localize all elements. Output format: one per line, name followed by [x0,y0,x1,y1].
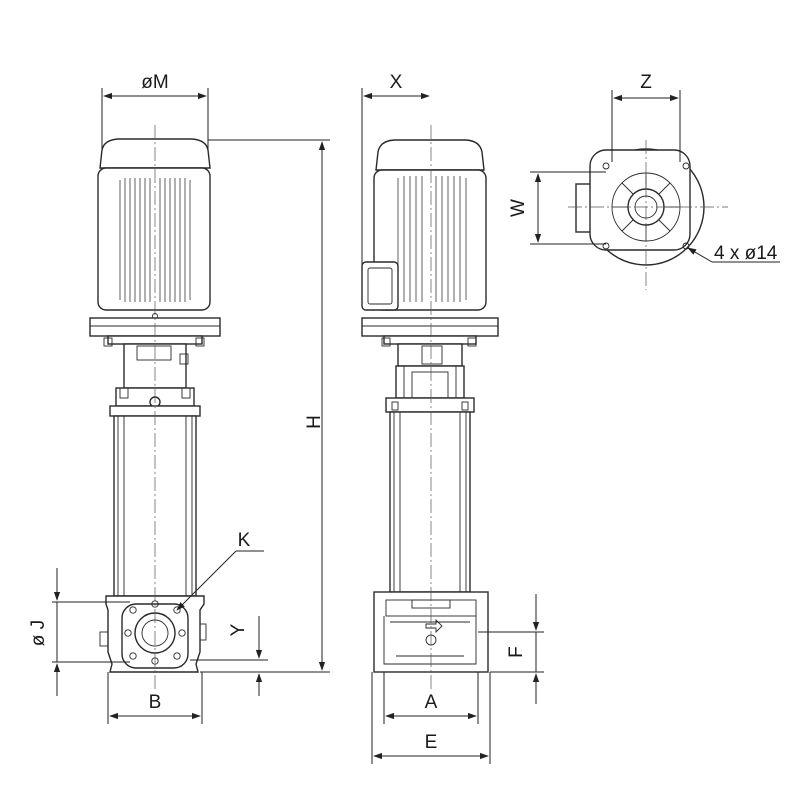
label-inlet-height: Y [228,623,249,636]
label-base-length-e: E [425,732,438,753]
top-view [568,140,728,290]
pump-stack-side [389,411,471,593]
motor-cooling-fins-side [397,176,467,302]
dimension-base-length-a: A [383,672,479,724]
coupling-housing-side [397,343,463,367]
dimension-inlet-height: Y [190,616,268,696]
label-hole-spacing-z: Z [640,72,652,93]
dimension-hole-spacing-z: Z [611,72,681,162]
terminal-box [361,261,399,311]
dimension-height: H [200,139,330,673]
dimension-motor-offset-x: X [361,72,430,270]
dimension-base-length-e: E [371,672,491,764]
label-outlet-height: F [506,646,527,658]
dimension-motor-diameter: øM [101,72,209,150]
mounting-hole-markers [602,162,690,250]
side-view [361,125,499,690]
label-mounting-holes: 4 x ø14 [714,243,778,264]
label-flange-diameter: ø J [28,620,49,646]
motor-flange-side [361,317,499,337]
label-motor-diameter: øM [141,72,168,93]
dimension-flange-diameter: ø J [28,568,130,696]
motor-cooling-fins [119,178,191,302]
dimension-outlet-height: F [478,594,544,704]
front-view [89,125,221,690]
dimension-base-width-b: B [107,672,203,724]
label-base-length-a: A [425,692,438,713]
motor-top-cap-side [375,139,485,171]
leader-flange-label: K [176,530,264,611]
motor-body [97,167,211,311]
dimension-hole-spacing-w: W [508,171,606,245]
motor-body-side [373,169,487,311]
label-hole-spacing-w: W [508,199,529,217]
label-base-width-b: B [149,692,162,713]
leader-mounting-holes: 4 x ø14 [687,243,780,264]
label-height: H [304,415,325,429]
label-flange: K [238,530,251,551]
label-motor-offset-x: X [390,72,403,93]
